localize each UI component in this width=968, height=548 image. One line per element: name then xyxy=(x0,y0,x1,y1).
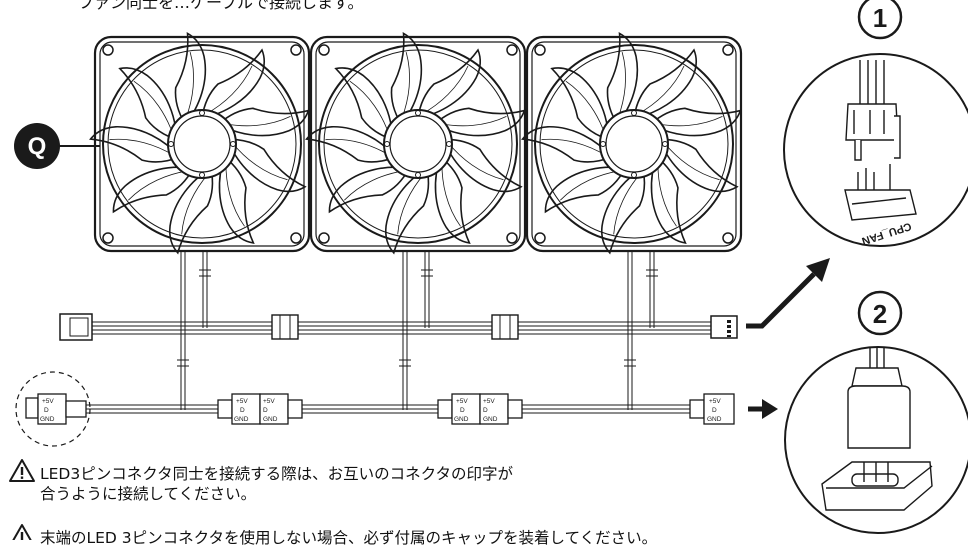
led-header xyxy=(821,461,933,511)
arrow-to-inset-1 xyxy=(746,258,830,329)
part-letter: Q xyxy=(28,133,47,160)
pair2-b-gnd: GND xyxy=(483,416,498,423)
fan-3 xyxy=(522,32,743,254)
cpu-fan-header xyxy=(844,164,917,221)
fan-cables xyxy=(177,250,658,411)
pair2-a-d: D xyxy=(460,407,465,414)
pair1-b-d: D xyxy=(263,407,268,414)
note-2-line-1: 末端のLED 3ピンコネクタを使用しない場合、必ず付属のキャップを装着してくださ… xyxy=(40,529,658,547)
inset-1-number-ring xyxy=(857,0,903,40)
led-start-d: D xyxy=(44,407,49,414)
pair2-b-v: +5V xyxy=(483,398,495,405)
pair2-b-d: D xyxy=(483,407,488,414)
fan-connector-end xyxy=(710,315,738,339)
pair2-a-gnd: GND xyxy=(454,416,469,423)
fan-2 xyxy=(306,32,527,254)
led-cable-plug xyxy=(847,348,911,449)
inset-1-circle xyxy=(783,53,968,247)
fan-power-chain xyxy=(92,321,712,335)
led-connector-pair-1: +5V D GND +5V D GND xyxy=(217,393,303,425)
pair1-b-v: +5V xyxy=(263,398,275,405)
inset-2: 2 xyxy=(784,290,968,534)
led-connector-pair-2: +5V D GND +5V D GND xyxy=(437,393,523,425)
top-caption: ファン同士を…ケーブルで接続します。 xyxy=(78,0,364,12)
part-badge: Q xyxy=(14,123,100,169)
led-start-v: +5V xyxy=(42,398,54,405)
inset-2-number-ring xyxy=(857,290,903,336)
inset-1: 1 CPU_FAN xyxy=(783,0,968,247)
led-connector-start: +5V D GND xyxy=(15,371,91,447)
fan-connector-start xyxy=(59,313,93,341)
note-1-line-1: LED3ピンコネクタ同士を接続する際は、お互いのコネクタの印字が xyxy=(40,465,513,483)
inset-2-number: 2 xyxy=(873,299,887,329)
fan-1 xyxy=(90,32,311,254)
fan-connector-mid-2 xyxy=(491,314,519,340)
pair1-b-gnd: GND xyxy=(263,416,278,423)
warning-icon xyxy=(9,459,35,482)
end-d: D xyxy=(712,407,717,414)
cap-highlight xyxy=(15,371,91,447)
fan-connector-mid-1 xyxy=(271,314,299,340)
inset-1-number: 1 xyxy=(873,3,887,33)
led-chain xyxy=(86,404,696,414)
end-v: +5V xyxy=(709,398,721,405)
pair1-a-v: +5V xyxy=(236,398,248,405)
pair1-a-d: D xyxy=(240,407,245,414)
fan-cable-plug xyxy=(845,60,901,161)
led-start-gnd: GND xyxy=(40,416,55,423)
arrow-to-inset-2 xyxy=(748,399,778,419)
led-connector-end: +5V D GND xyxy=(689,393,735,425)
pair2-a-v: +5V xyxy=(456,398,468,405)
note-1: LED3ピンコネクタ同士を接続する際は、お互いのコネクタの印字が 合うように接続… xyxy=(40,464,513,504)
end-gnd: GND xyxy=(707,416,722,423)
note-1-line-2: 合うように接続してください。 xyxy=(40,485,257,503)
pair1-a-gnd: GND xyxy=(234,416,249,423)
note-2: 末端のLED 3ピンコネクタを使用しない場合、必ず付属のキャップを装着してくださ… xyxy=(40,528,657,548)
warning-icon xyxy=(12,524,32,540)
